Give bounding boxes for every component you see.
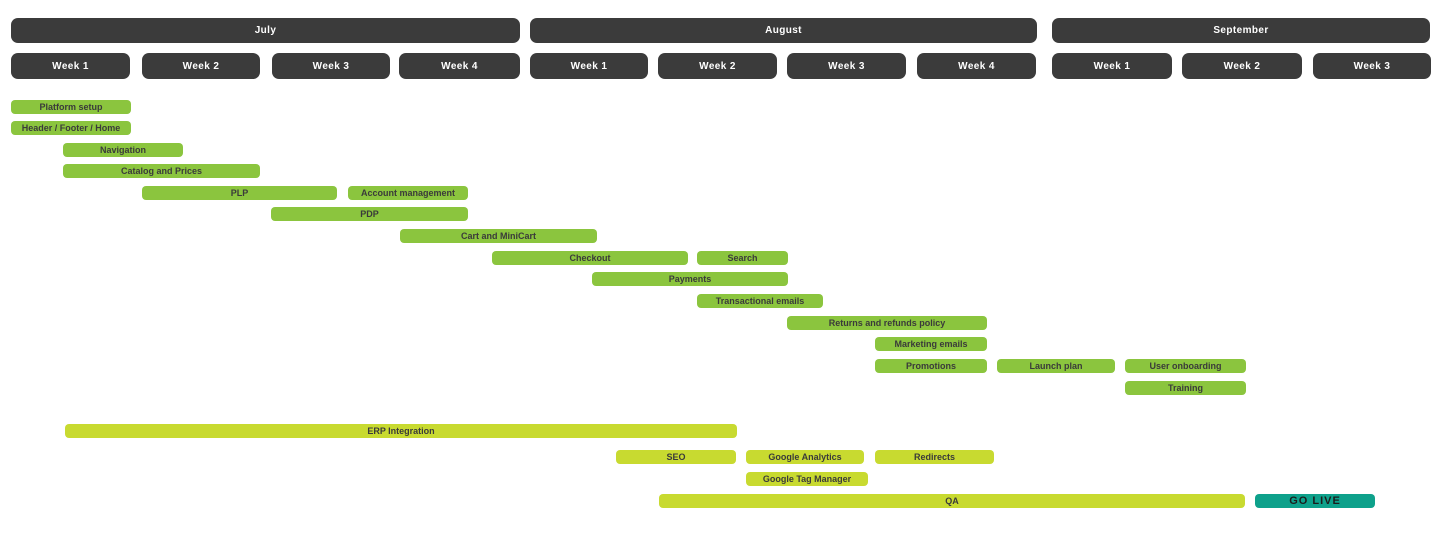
task-bar-training[interactable]: Training — [1125, 381, 1246, 395]
task-bar-transactional-emails[interactable]: Transactional emails — [697, 294, 823, 308]
task-bar-account-management[interactable]: Account management — [348, 186, 468, 200]
week-header-july-week-1: Week 1 — [11, 53, 130, 79]
week-header-august-week-2: Week 2 — [658, 53, 777, 79]
task-bar-google-tag-manager[interactable]: Google Tag Manager — [746, 472, 868, 486]
week-header-august-week-4: Week 4 — [917, 53, 1036, 79]
month-header-august: August — [530, 18, 1037, 43]
task-bar-header-footer-home[interactable]: Header / Footer / Home — [11, 121, 131, 135]
task-bar-search[interactable]: Search — [697, 251, 788, 265]
task-bar-navigation[interactable]: Navigation — [63, 143, 183, 157]
task-bar-payments[interactable]: Payments — [592, 272, 788, 286]
task-bar-checkout[interactable]: Checkout — [492, 251, 688, 265]
task-bar-catalog-and-prices[interactable]: Catalog and Prices — [63, 164, 260, 178]
task-bar-seo[interactable]: SEO — [616, 450, 736, 464]
month-header-july: July — [11, 18, 520, 43]
task-bar-plp[interactable]: PLP — [142, 186, 337, 200]
week-header-august-week-3: Week 3 — [787, 53, 906, 79]
task-bar-launch-plan[interactable]: Launch plan — [997, 359, 1115, 373]
task-bar-erp-integration[interactable]: ERP Integration — [65, 424, 737, 438]
month-header-september: September — [1052, 18, 1430, 43]
week-header-august-week-1: Week 1 — [530, 53, 648, 79]
task-bar-promotions[interactable]: Promotions — [875, 359, 987, 373]
task-bar-redirects[interactable]: Redirects — [875, 450, 994, 464]
task-bar-google-analytics[interactable]: Google Analytics — [746, 450, 864, 464]
task-bar-cart-and-minicart[interactable]: Cart and MiniCart — [400, 229, 597, 243]
task-bar-user-onboarding[interactable]: User onboarding — [1125, 359, 1246, 373]
task-bar-pdp[interactable]: PDP — [271, 207, 468, 221]
task-bar-returns-and-refunds-policy[interactable]: Returns and refunds policy — [787, 316, 987, 330]
task-bar-platform-setup[interactable]: Platform setup — [11, 100, 131, 114]
week-header-september-week-1: Week 1 — [1052, 53, 1172, 79]
task-bar-go-live[interactable]: GO LIVE — [1255, 494, 1375, 508]
task-bar-marketing-emails[interactable]: Marketing emails — [875, 337, 987, 351]
week-header-july-week-2: Week 2 — [142, 53, 260, 79]
task-bar-qa[interactable]: QA — [659, 494, 1245, 508]
week-header-september-week-3: Week 3 — [1313, 53, 1431, 79]
week-header-september-week-2: Week 2 — [1182, 53, 1302, 79]
week-header-july-week-3: Week 3 — [272, 53, 390, 79]
week-header-july-week-4: Week 4 — [399, 53, 520, 79]
